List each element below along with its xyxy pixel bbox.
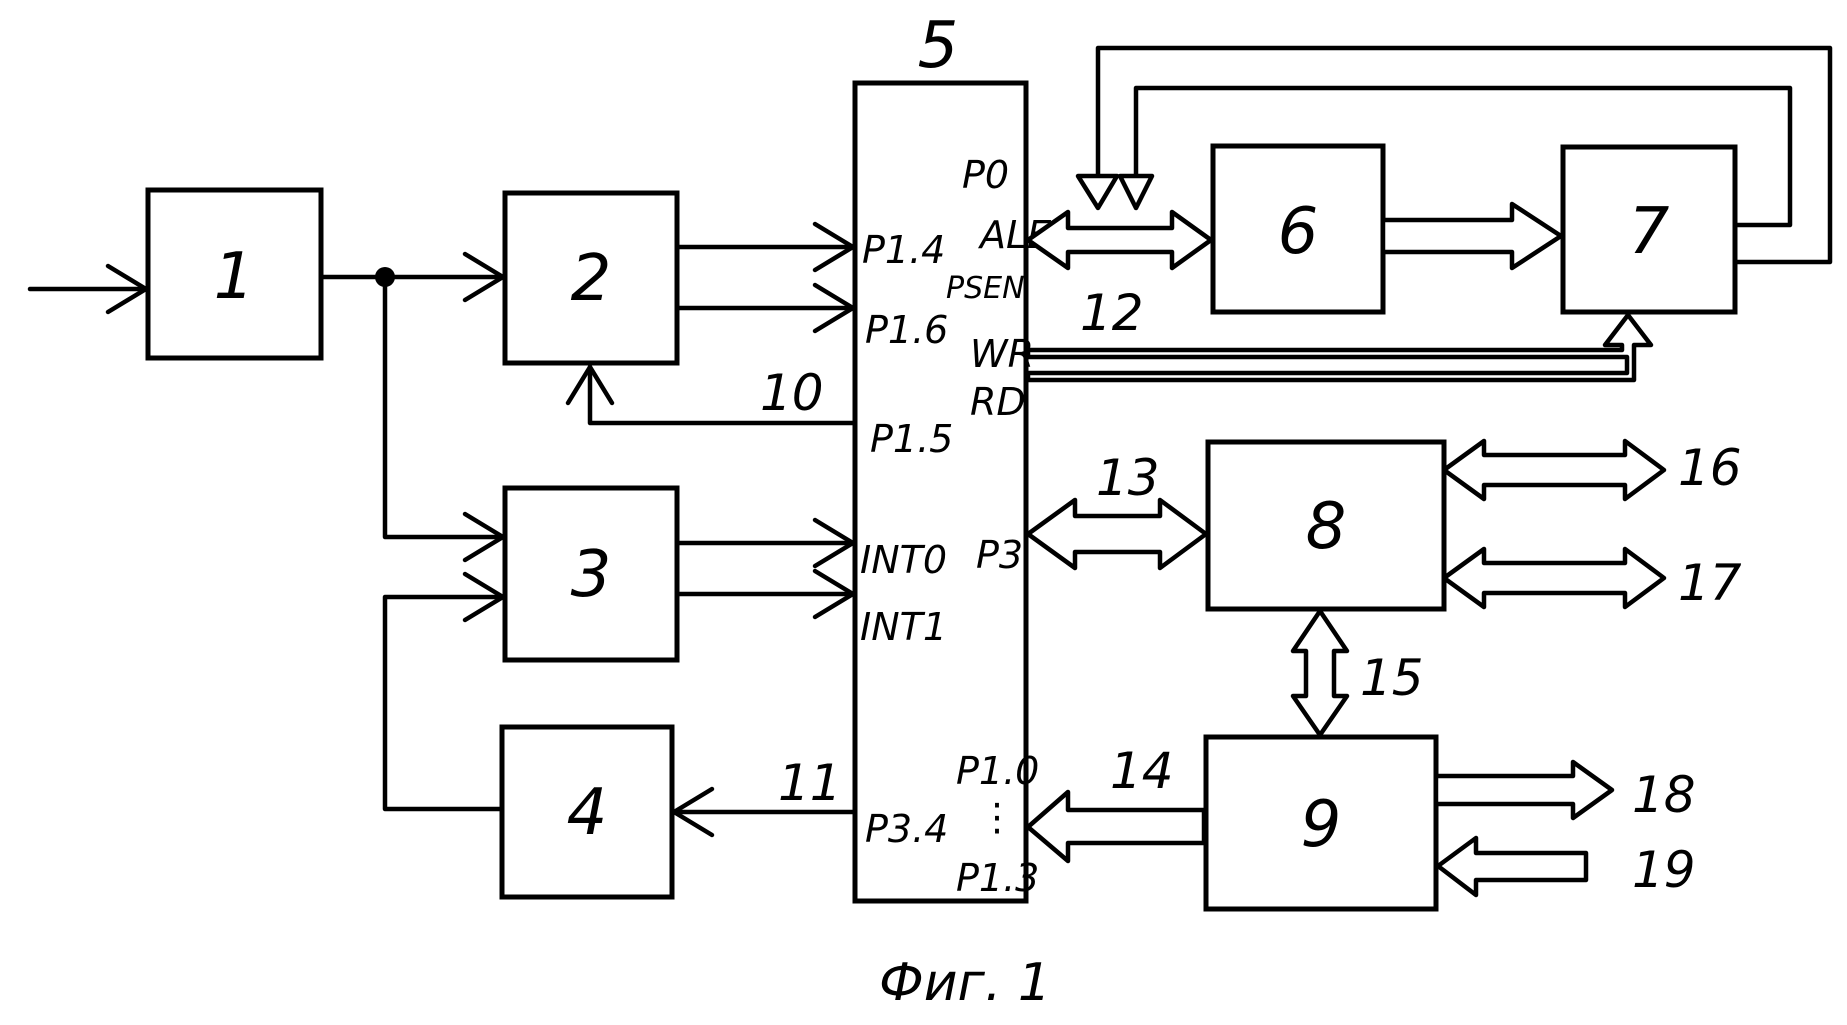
ref-17: 17 — [1678, 554, 1742, 612]
block-4: 4 — [502, 727, 672, 897]
bus-16 — [1444, 441, 1664, 499]
pin-psen: PSEN — [946, 271, 1025, 306]
ref-18: 18 — [1632, 766, 1696, 824]
block-9: 9 — [1206, 737, 1436, 909]
block-8-label: 8 — [1306, 490, 1347, 564]
bus-14 — [1028, 792, 1204, 861]
b2-to-p1-4 — [677, 224, 853, 270]
block-8: 8 — [1208, 442, 1444, 609]
block-9-label: 9 — [1301, 788, 1342, 862]
block-4-label: 4 — [567, 776, 608, 850]
pin-p0: P0 — [962, 153, 1009, 197]
ref-11: 11 — [778, 754, 842, 812]
ref-10: 10 — [760, 364, 824, 422]
ref-14: 14 — [1110, 742, 1174, 800]
b3-to-int1 — [677, 571, 853, 617]
block-2-label: 2 — [571, 242, 612, 316]
block-7: 7 — [1563, 147, 1735, 312]
ref-13: 13 — [1096, 449, 1160, 507]
pin-rd: RD — [970, 380, 1026, 424]
block-1-label: 1 — [214, 240, 255, 314]
block-6: 6 — [1213, 146, 1383, 312]
block-2: 2 — [505, 193, 677, 363]
ref-19: 19 — [1632, 841, 1696, 899]
b4-to-b3-feedback — [385, 574, 503, 809]
pin-dots: ⋮ — [978, 795, 1016, 839]
bus-15 — [1293, 611, 1347, 735]
block-6-label: 6 — [1278, 195, 1319, 269]
pin-p1-3: P1.3 — [956, 856, 1039, 900]
ref-12: 12 — [1080, 284, 1144, 342]
bus-6-to-7 — [1383, 204, 1561, 268]
block-5-label: 5 — [918, 9, 959, 83]
pin-int1: INT1 — [860, 605, 947, 649]
block-7-label: 7 — [1629, 195, 1670, 269]
block1-output-lines — [321, 254, 503, 560]
b3-to-int0 — [677, 520, 853, 566]
b2-to-p1-6 — [677, 285, 853, 331]
bus-18 — [1436, 762, 1612, 818]
pin-p1-6: P1.6 — [865, 308, 948, 352]
block-1: 1 — [148, 190, 321, 358]
ref-15: 15 — [1360, 649, 1424, 707]
bus-12 — [1028, 212, 1211, 268]
block-3-label: 3 — [571, 538, 612, 612]
pin-p3: P3 — [976, 533, 1023, 577]
pin-p1-4: P1.4 — [862, 228, 945, 272]
block-3: 3 — [505, 488, 677, 660]
bus-19 — [1438, 838, 1586, 895]
pin-p1-0: P1.0 — [956, 749, 1039, 793]
pin-int0: INT0 — [860, 538, 947, 582]
pin-p3-4: P3.4 — [865, 807, 948, 851]
pin-p1-5: P1.5 — [870, 417, 953, 461]
figure-caption: Фиг. 1 — [879, 953, 1051, 1013]
bus-17 — [1444, 549, 1664, 607]
bus-13 — [1028, 500, 1206, 568]
ref-16: 16 — [1678, 439, 1742, 497]
pin-wr: WR — [970, 332, 1034, 376]
input-line — [30, 266, 146, 312]
